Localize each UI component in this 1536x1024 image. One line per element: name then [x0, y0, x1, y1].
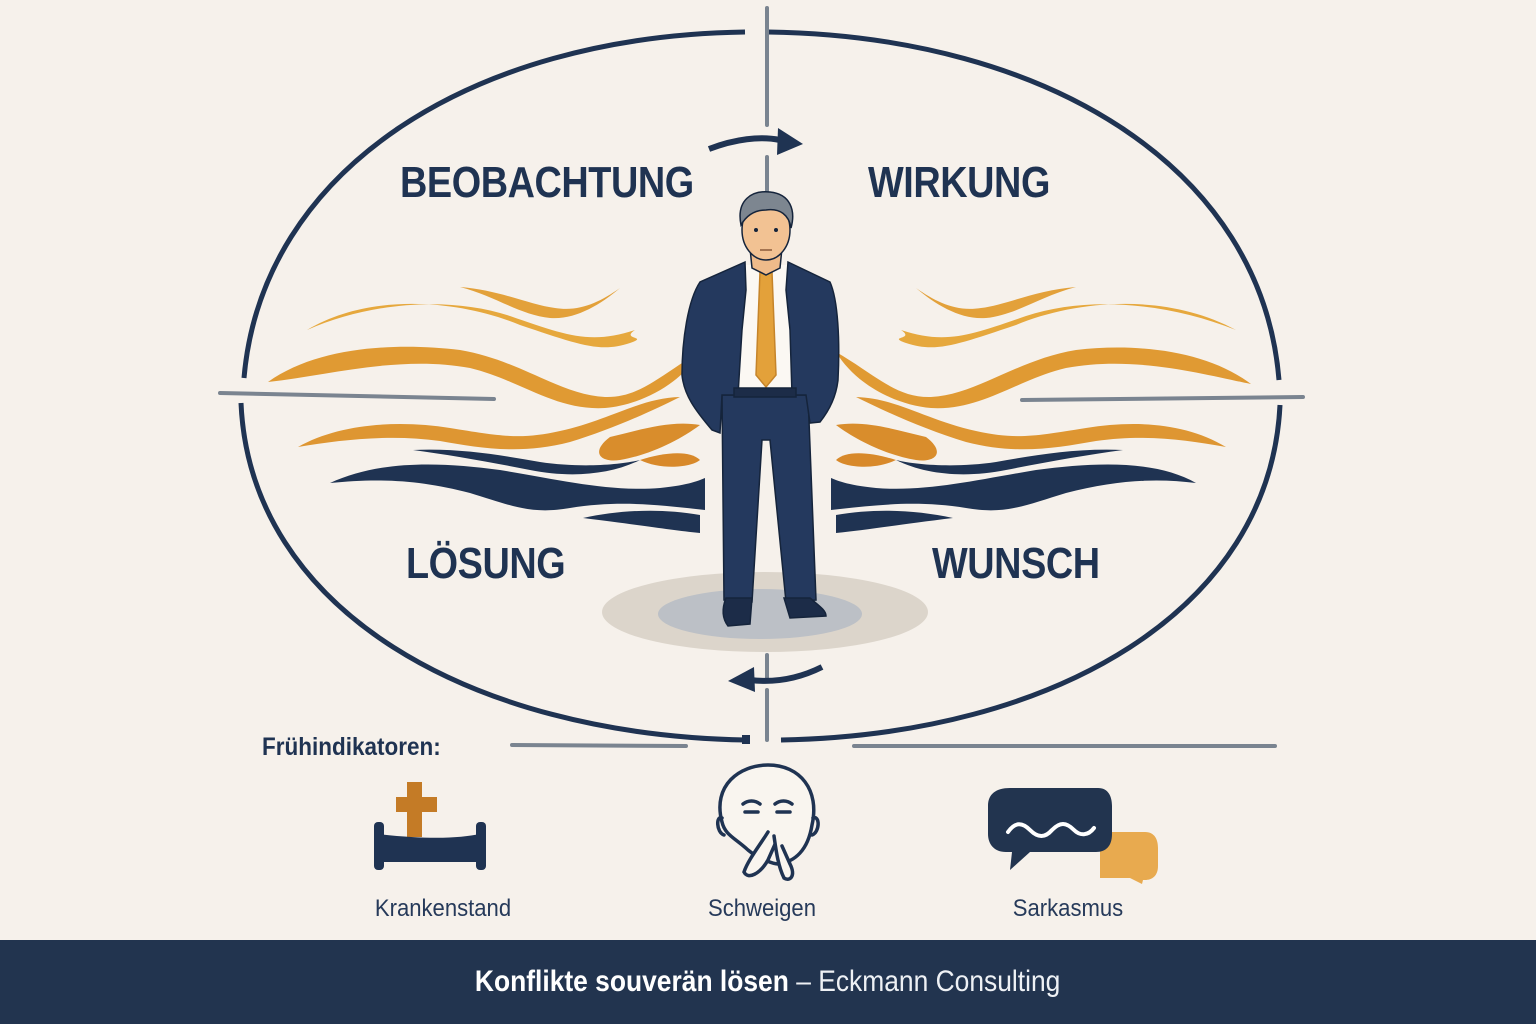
indicator-label-sarkasmus: Sarkasmus [1012, 895, 1124, 922]
indicators-title: Frühindikatoren: [262, 733, 441, 761]
crosshair-lines [218, 6, 1305, 748]
footer-separator: – [789, 965, 819, 998]
indicator-label-schweigen: Schweigen [707, 895, 817, 922]
arrow-right-top-icon [707, 128, 803, 155]
silent-face-icon [716, 763, 820, 881]
quadrant-label-wirkung: WIRKUNG [868, 158, 1050, 207]
right-waves [831, 287, 1251, 533]
quadrant-label-wunsch: WUNSCH [932, 539, 1100, 588]
indicator-label-krankenstand: Krankenstand [374, 895, 512, 922]
arrow-left-bottom-icon [728, 664, 824, 692]
footer-company: Eckmann Consulting [818, 965, 1061, 998]
businessman-icon [681, 191, 840, 627]
floor-shadow [602, 572, 928, 652]
speech-bubbles-icon [988, 788, 1158, 884]
left-waves [268, 287, 705, 533]
footer-title: Konflikte souverän lösen [475, 965, 790, 998]
quadrant-label-beobachtung: BEOBACHTUNG [400, 158, 694, 207]
footer-banner: Konflikte souverän lösen – Eckmann Consu… [0, 940, 1536, 1024]
quadrant-label-loesung: LÖSUNG [406, 539, 566, 588]
cycle-ellipse [238, 29, 1283, 743]
sick-bed-icon [374, 782, 486, 870]
